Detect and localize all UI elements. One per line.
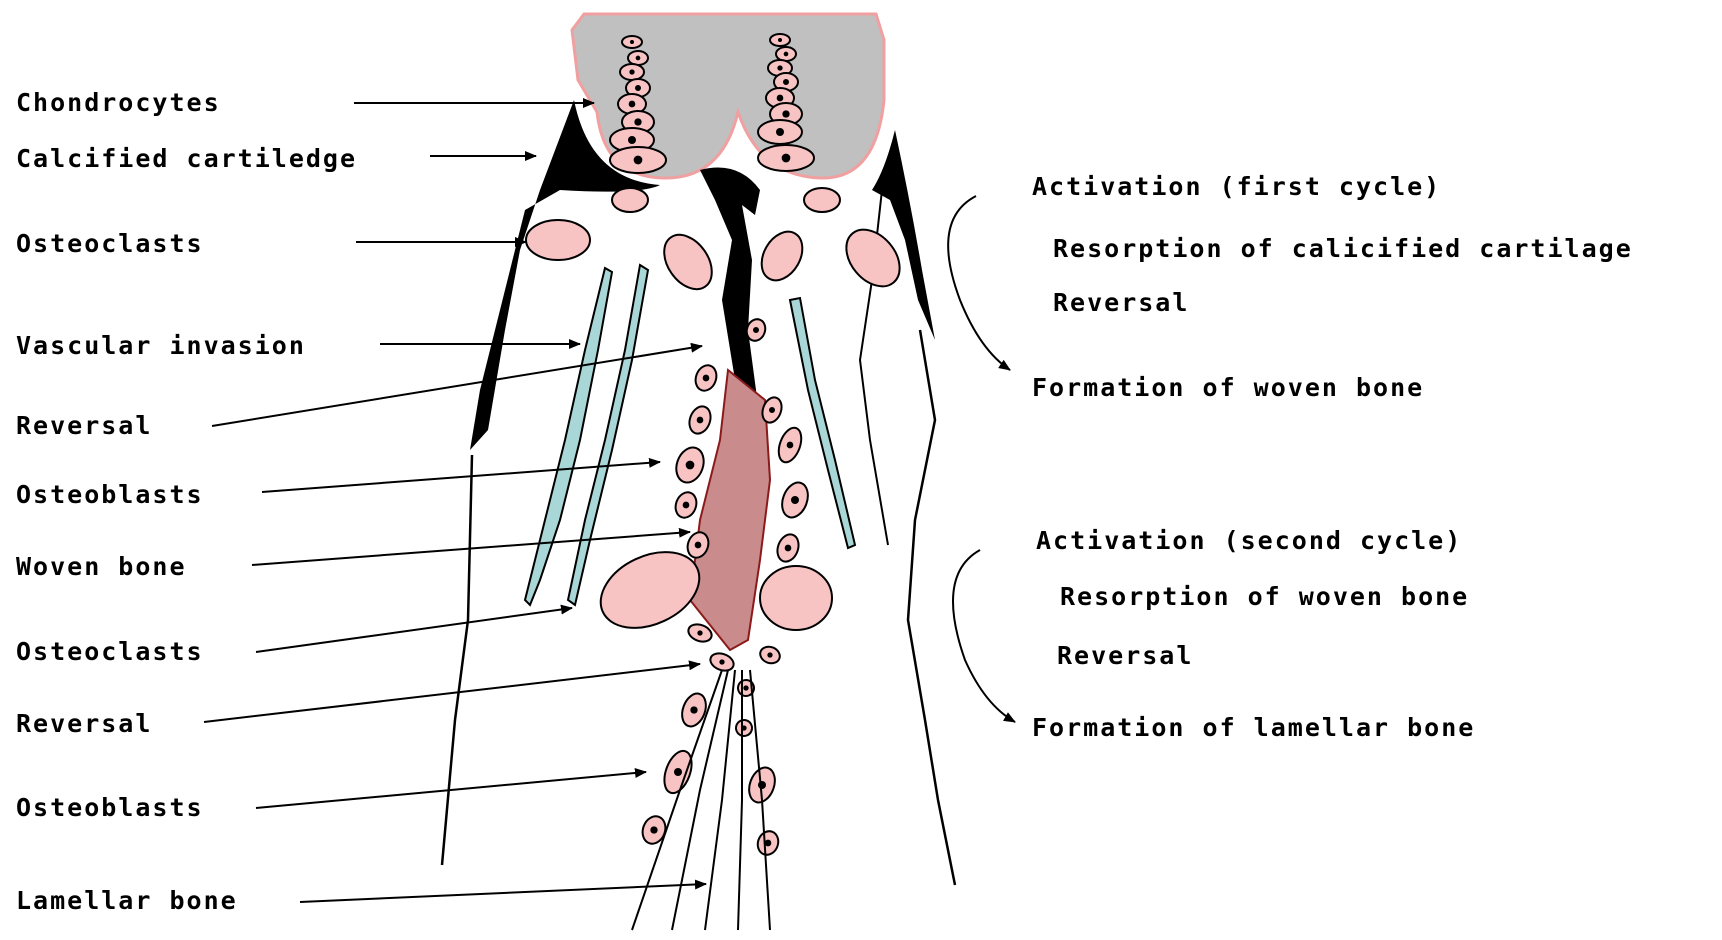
chondrocyte-nucleus xyxy=(634,118,641,125)
first-cycle-formation: Formation of woven bone xyxy=(1032,375,1424,400)
chondrocyte-nucleus xyxy=(778,38,782,42)
chondrocyte-nucleus xyxy=(777,95,784,102)
osteoblast-nucleus xyxy=(686,461,695,470)
osteoblast-nucleus xyxy=(743,685,748,690)
chondrocyte-nucleus xyxy=(784,52,789,57)
label-osteoblasts-1: Osteoblasts xyxy=(16,482,204,507)
vessel-left xyxy=(525,268,612,605)
label-reversal-2: Reversal xyxy=(16,711,152,736)
label-reversal-1: Reversal xyxy=(16,413,152,438)
osteoblast-nucleus xyxy=(785,545,792,552)
second-cycle-resorption: Resorption of woven bone xyxy=(1060,584,1469,609)
chondrocyte-nucleus xyxy=(630,40,634,44)
second-cycle-formation: Formation of lamellar bone xyxy=(1032,715,1475,740)
first-cycle-activation: Activation (first cycle) xyxy=(1032,174,1441,199)
chondrocyte-nucleus xyxy=(629,69,634,74)
first-cycle-arrow xyxy=(948,196,1010,370)
osteoblast-nucleus xyxy=(769,407,775,413)
osteoblast-nucleus xyxy=(674,768,682,776)
chondrocyte-nucleus xyxy=(782,154,791,163)
osteoblast-nucleus xyxy=(690,706,697,713)
label-calcified-cartilage: Calcified cartiledge xyxy=(16,146,357,171)
chondrocyte-nucleus xyxy=(634,156,643,165)
osteoblast-nucleus xyxy=(650,826,657,833)
outline-right xyxy=(908,330,955,885)
osteoblast-nucleus xyxy=(719,659,724,664)
chondrocyte-nucleus xyxy=(777,65,782,70)
osteoblast-nucleus xyxy=(697,630,702,635)
osteoblast-nucleus xyxy=(753,327,759,333)
osteoblast-nucleus xyxy=(758,781,766,789)
osteoblast-nucleus xyxy=(697,417,704,424)
osteoblast-nucleus xyxy=(703,375,710,382)
first-cycle-reversal: Reversal xyxy=(1053,290,1189,315)
label-vascular-invasion: Vascular invasion xyxy=(16,333,306,358)
pointer-lines xyxy=(204,103,706,902)
label-osteoclasts-2: Osteoclasts xyxy=(16,639,204,664)
chondrocyte-nucleus xyxy=(629,101,636,108)
label-chondrocytes: Chondrocytes xyxy=(16,90,221,115)
chondrocyte-nucleus xyxy=(782,110,789,117)
osteoblast-nucleus xyxy=(695,542,702,549)
label-woven-bone: Woven bone xyxy=(16,554,187,579)
outline-left xyxy=(442,455,472,865)
osteoblast-nucleus xyxy=(767,652,772,657)
chondrocyte-nucleus xyxy=(783,79,789,85)
label-osteoblasts-2: Osteoblasts xyxy=(16,795,204,820)
first-cycle-resorption: Resorption of calicified cartilage xyxy=(1053,236,1633,261)
osteoblast-nucleus xyxy=(791,496,799,504)
second-cycle-reversal: Reversal xyxy=(1057,643,1193,668)
label-lamellar-bone: Lamellar bone xyxy=(16,888,238,913)
chondrocyte-nucleus xyxy=(635,85,641,91)
second-cycle-activation: Activation (second cycle) xyxy=(1036,528,1462,553)
chondrocyte-nucleus xyxy=(776,128,784,136)
label-osteoclasts-1: Osteoclasts xyxy=(16,231,204,256)
osteoblast-nucleus xyxy=(787,442,794,449)
chondrocyte-nucleus xyxy=(636,56,641,61)
second-cycle-arrow xyxy=(953,550,1015,722)
chondrocyte-nucleus xyxy=(628,136,636,144)
osteoblast-nucleus xyxy=(683,502,690,509)
